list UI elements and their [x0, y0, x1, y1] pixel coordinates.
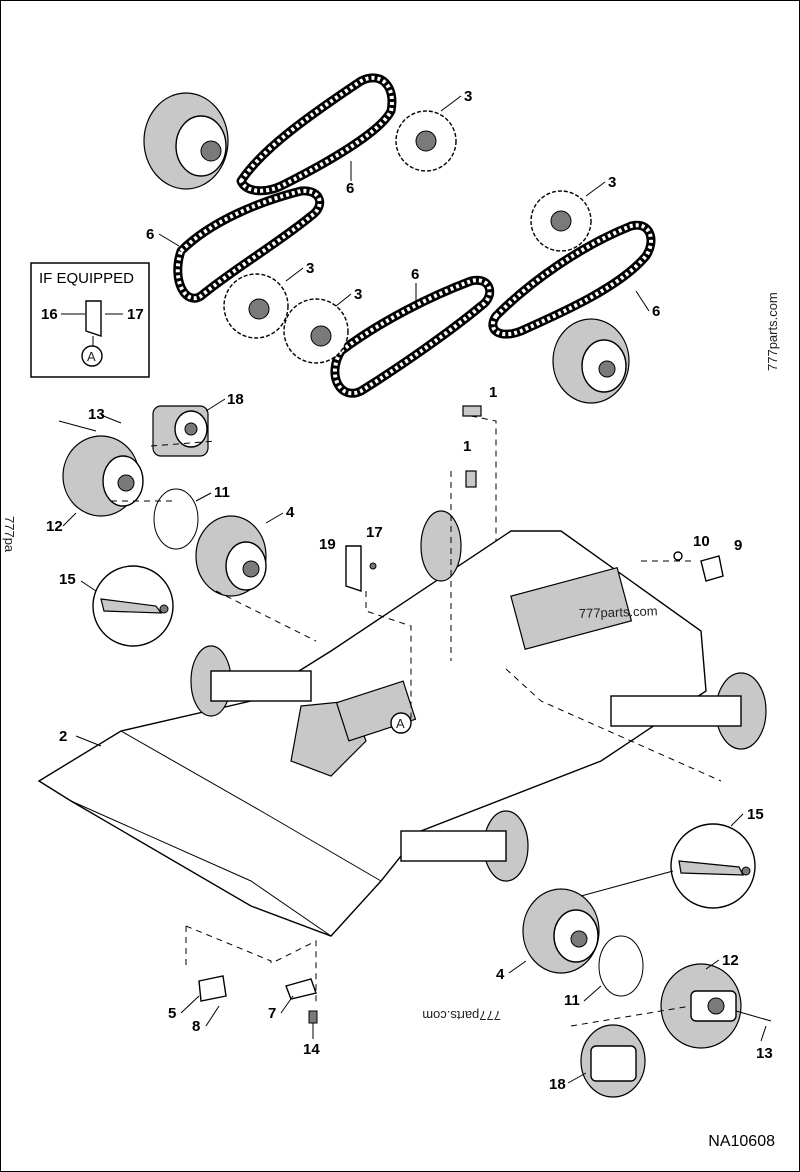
- sprocket-right: [530, 190, 592, 252]
- callout-14: 14: [303, 1041, 320, 1058]
- motor-18-left: [152, 405, 209, 457]
- callout-6-right: 6: [652, 303, 660, 320]
- assembly-guide-lines: [111, 415, 722, 1027]
- callout-4-right: 4: [496, 966, 505, 983]
- callout-10: 10: [693, 533, 710, 550]
- callout-7: 7: [268, 1005, 276, 1022]
- main-frame: [37, 530, 707, 937]
- callout-3-mid: 3: [306, 260, 314, 277]
- callout-12-left: 12: [46, 518, 63, 535]
- callout-1-lower: 1: [463, 438, 471, 455]
- bolt-17-bracket: [369, 562, 377, 570]
- watermark-lower: 777parts.com: [422, 1008, 501, 1023]
- callout-6-top: 6: [346, 180, 354, 197]
- o-ring-11-left: [153, 488, 199, 550]
- drive-motor-top-right: [552, 318, 630, 404]
- watermark-frame: 777parts.com: [579, 603, 658, 621]
- plate-7: [285, 978, 317, 1000]
- sprocket-lower-left: [223, 273, 289, 339]
- bracket-19: [345, 545, 362, 592]
- watermark-right: 777parts.com: [765, 292, 780, 371]
- callout-2: 2: [59, 728, 67, 745]
- drive-chain-mid-left: [173, 186, 325, 303]
- o-ring-11-right: [598, 935, 644, 997]
- drive-chain-right: [488, 220, 656, 339]
- bolt-1-upper: [462, 405, 482, 417]
- callout-15-left: 15: [59, 571, 76, 588]
- callout-6-center: 6: [411, 266, 419, 283]
- drive-chain-center: [330, 275, 495, 398]
- callout-15-right: 15: [747, 806, 764, 823]
- callout-labels: 3 3 3 3 6 6 6 6 1 1 13 18 11 4 12 15 19 …: [46, 88, 773, 1093]
- bolt-1-lower: [465, 470, 477, 488]
- bolt-13-left: [58, 420, 97, 432]
- callout-17-inset: 17: [127, 306, 144, 323]
- callout-17-frame: 17: [366, 524, 383, 541]
- callout-18-left: 18: [227, 391, 244, 408]
- drive-motor-top-left: [143, 92, 229, 190]
- gear-motor-12-left: [62, 435, 144, 517]
- callout-5: 5: [168, 1005, 176, 1022]
- frame-ref-letter: A: [396, 716, 405, 731]
- sealant-tube-15-right: [670, 823, 756, 909]
- sealant-tube-15-left: [92, 565, 174, 647]
- drive-chain-upper-left: [236, 73, 397, 196]
- frame-ref-marker: A: [390, 712, 412, 734]
- sprocket-upper: [395, 110, 457, 172]
- hub-4-right: [522, 888, 600, 974]
- callout-13-right: 13: [756, 1045, 773, 1062]
- callout-11-left: 11: [214, 484, 230, 501]
- callout-13-left: 13: [88, 406, 105, 423]
- axle-tube-front-right: [420, 510, 462, 582]
- callout-4-left: 4: [286, 504, 295, 521]
- leader-lines: [62, 95, 767, 1084]
- motor-18-right: [580, 1024, 646, 1098]
- clip-9: [700, 555, 724, 582]
- callout-1-upper: 1: [489, 384, 497, 401]
- callout-3-right: 3: [608, 174, 616, 191]
- callout-3-top: 3: [464, 88, 472, 105]
- gear-motor-12-right: [660, 963, 742, 1049]
- callout-6-left: 6: [146, 226, 154, 243]
- callout-18-right: 18: [549, 1076, 566, 1093]
- hub-4-left: [195, 515, 267, 597]
- if-equipped-inset: IF EQUIPPED A 16 17: [30, 262, 150, 378]
- axle-tube-rear-left: [400, 810, 529, 882]
- callout-16: 16: [41, 306, 58, 323]
- axle-tube-front-left: [190, 645, 312, 717]
- callout-8: 8: [192, 1018, 200, 1035]
- callout-11-right: 11: [564, 992, 580, 1009]
- bolt-14: [308, 1010, 318, 1024]
- plug-10: [673, 551, 683, 561]
- watermark-left-edge: 777pa: [2, 516, 17, 553]
- sprocket-lower-center: [283, 298, 349, 364]
- callout-19: 19: [319, 536, 336, 553]
- callout-3-center: 3: [354, 286, 362, 303]
- figure-id: NA10608: [708, 1133, 775, 1150]
- plate-5: [198, 975, 227, 1002]
- callout-12-right: 12: [722, 952, 739, 969]
- axle-tube-rear-right: [610, 672, 767, 750]
- callout-9: 9: [734, 537, 742, 554]
- if-equipped-ref-letter: A: [87, 349, 96, 364]
- if-equipped-title: IF EQUIPPED: [39, 270, 134, 287]
- bolt-13-right: [735, 1010, 772, 1022]
